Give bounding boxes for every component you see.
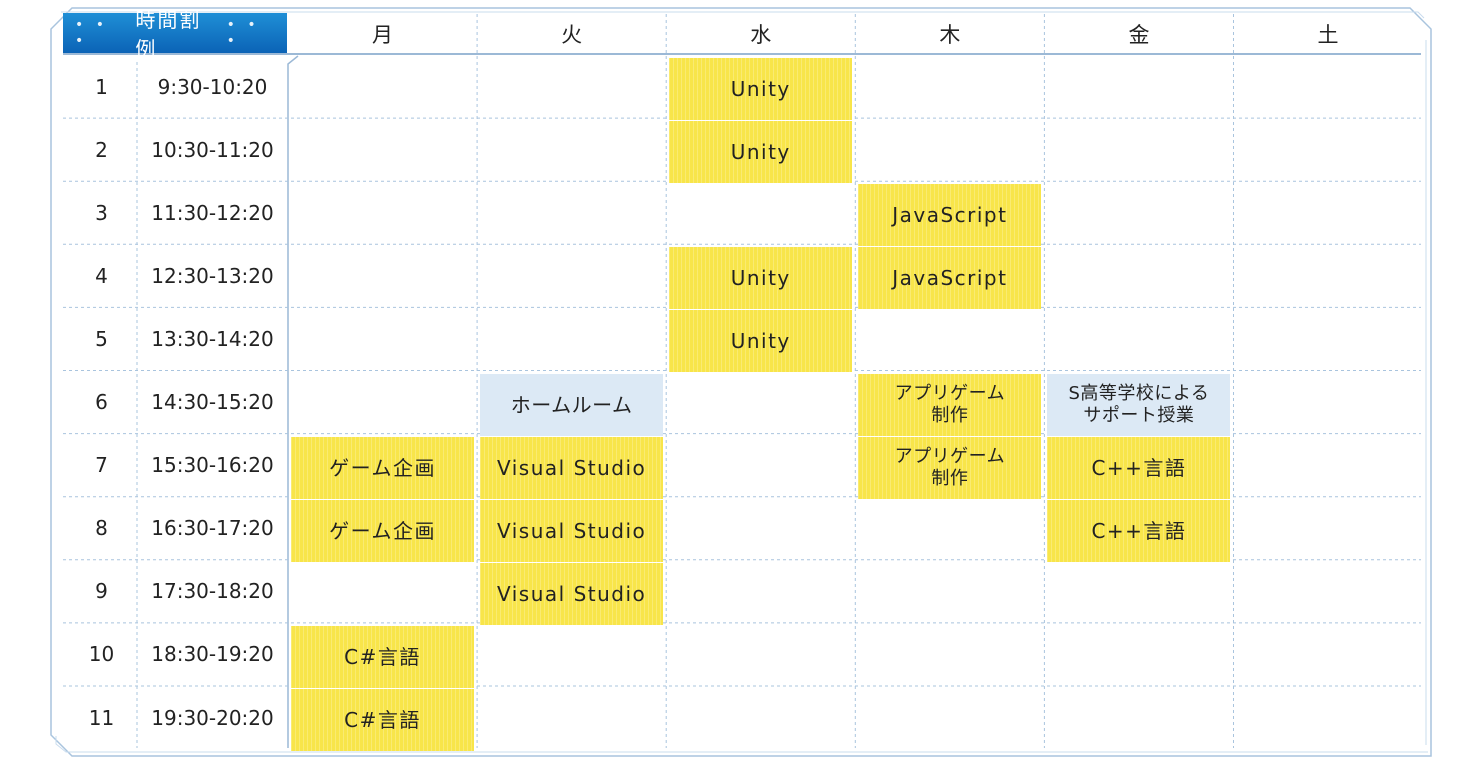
class-block: C++言語 [1047,499,1231,562]
period-number: 3 [95,200,108,225]
class-block: C++言語 [1047,436,1231,499]
period-time: 12:30-13:20 [151,263,274,288]
class-block: C#言語 [291,689,475,752]
class-block: Unity [669,121,853,184]
day-header: 木 [939,23,961,47]
period-time: 14:30-15:20 [151,390,274,415]
day-header: 月 [372,23,394,47]
period-time: 15:30-16:20 [151,453,274,478]
period-number: 2 [95,137,108,162]
period-time: 17:30-18:20 [151,579,274,604]
period-time: 18:30-19:20 [151,642,274,667]
period-time: 9:30-10:20 [157,74,268,99]
title-dots-left: • • • [75,17,108,49]
period-number: 8 [95,516,108,541]
class-block: Unity [669,247,853,310]
period-number: 9 [95,579,108,604]
title-text: 時間割例 [135,8,202,61]
period-time: 13:30-14:20 [151,326,274,351]
period-number: 6 [95,390,108,415]
class-block: Visual Studio [480,562,664,625]
class-block: ホームルーム [480,373,664,436]
title-dots-right: • • • [226,17,260,49]
day-header: 土 [1317,23,1339,47]
day-header: 火 [561,23,583,47]
period-number: 4 [95,263,108,288]
period-number: 11 [88,705,115,730]
class-block: ゲーム企画 [291,499,475,562]
class-block: JavaScript [858,247,1042,310]
period-time: 11:30-12:20 [151,200,274,225]
class-block: Unity [669,58,853,121]
class-block: C#言語 [291,625,475,688]
period-number: 7 [95,453,108,478]
class-block: S高等学校による サポート授業 [1047,373,1231,436]
period-number: 5 [95,326,108,351]
day-header: 水 [750,23,772,47]
period-number: 10 [88,642,115,667]
period-time: 10:30-11:20 [151,137,274,162]
period-time: 16:30-17:20 [151,516,274,541]
class-block: アプリゲーム 制作 [858,373,1042,436]
day-header: 金 [1128,23,1150,47]
class-block: JavaScript [858,184,1042,247]
class-block: アプリゲーム 制作 [858,436,1042,499]
period-number: 1 [95,74,108,99]
class-block: Visual Studio [480,436,664,499]
class-block: Unity [669,310,853,373]
class-block: Visual Studio [480,499,664,562]
timetable-title: • • • 時間割例 • • • [63,8,287,61]
period-time: 19:30-20:20 [151,705,274,730]
class-block: ゲーム企画 [291,436,475,499]
